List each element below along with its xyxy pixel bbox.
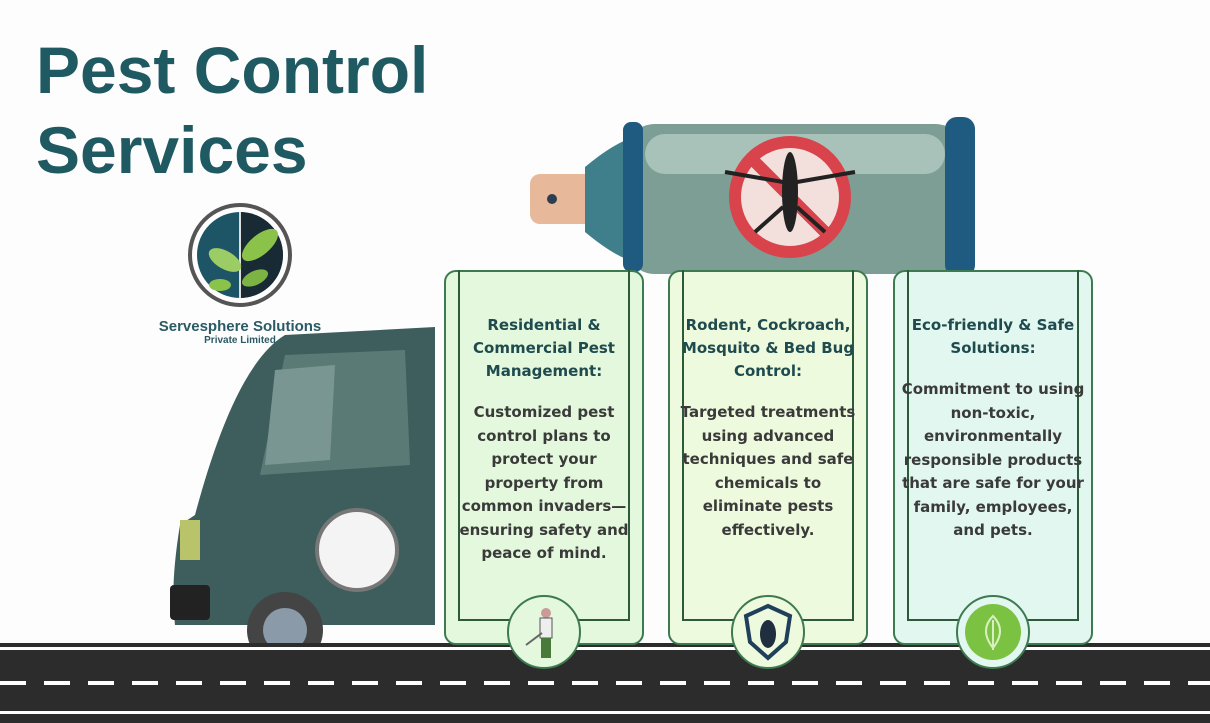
service-card-pest-types: Rodent, Cockroach, Mosquito & Bed Bug Co… xyxy=(668,270,868,669)
title-line-2: Services xyxy=(36,113,308,187)
van-logo-icon xyxy=(315,508,399,592)
leaf-icon xyxy=(956,595,1030,669)
card-heading: Residential & Commercial Pest Management… xyxy=(473,316,615,380)
cockroach-shield-icon xyxy=(731,595,805,669)
service-van-illustration xyxy=(170,327,436,668)
company-subtitle: Private Limited xyxy=(204,335,276,346)
globe-leaf-logo-icon xyxy=(188,203,292,307)
card-body: Targeted treatments using advanced techn… xyxy=(680,403,856,539)
title-line-1: Pest Control xyxy=(36,33,429,107)
service-card-residential: Residential & Commercial Pest Management… xyxy=(444,270,644,669)
company-name: Servesphere Solutions xyxy=(158,318,322,335)
card-body: Commitment to using non-toxic, environme… xyxy=(901,380,1085,539)
road-edge-line xyxy=(0,647,1210,650)
company-logo: Servesphere Solutions Private Limited xyxy=(140,200,340,346)
card-heading: Eco-friendly & Safe Solutions: xyxy=(911,316,1075,357)
page-title: Pest Control Services xyxy=(36,30,428,190)
card-body: Customized pest control plans to protect… xyxy=(459,403,629,562)
card-content: Rodent, Cockroach, Mosquito & Bed Bug Co… xyxy=(670,314,866,542)
card-content: Eco-friendly & Safe Solutions: Commitmen… xyxy=(895,314,1091,543)
card-heading: Rodent, Cockroach, Mosquito & Bed Bug Co… xyxy=(681,316,855,380)
road xyxy=(0,643,1210,723)
spray-can-icon xyxy=(530,117,975,277)
card-content: Residential & Commercial Pest Management… xyxy=(446,314,642,566)
sprayer-worker-icon xyxy=(507,595,581,669)
road-edge-line xyxy=(0,711,1210,714)
service-card-eco-friendly: Eco-friendly & Safe Solutions: Commitmen… xyxy=(893,270,1093,669)
road-center-dashes xyxy=(0,681,1210,685)
